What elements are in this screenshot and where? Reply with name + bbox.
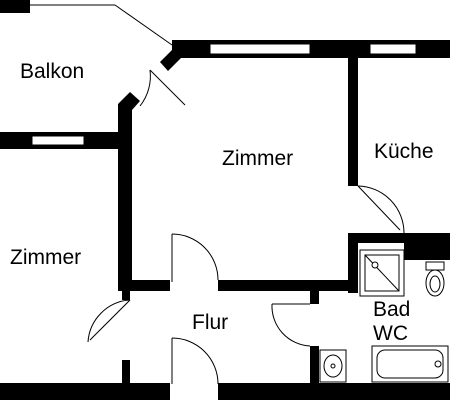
room-label-zimmer-main: Zimmer bbox=[222, 147, 293, 170]
wall-flur-left-lower bbox=[122, 360, 130, 384]
wall-kitchen-bath-thick bbox=[404, 236, 450, 260]
door-flur-bottom bbox=[171, 337, 219, 385]
wall-bottom-left bbox=[0, 383, 170, 400]
wall-top-left bbox=[0, 0, 30, 13]
wall-bottom-right bbox=[218, 383, 450, 400]
room-label-bad: Bad bbox=[373, 298, 410, 321]
wall-kitchen-bath bbox=[348, 233, 450, 243]
door-bath bbox=[271, 303, 311, 347]
door-flur-left bbox=[87, 299, 131, 343]
room-label-kueche: Küche bbox=[374, 140, 434, 163]
room-label-flur: Flur bbox=[192, 311, 228, 334]
sink-icon bbox=[319, 349, 347, 383]
door-balcony bbox=[139, 69, 186, 107]
wall-bath-left-lower bbox=[310, 346, 319, 384]
window-top-kueche bbox=[369, 43, 417, 55]
window-top-zimmer bbox=[209, 43, 311, 55]
wall-kitchen-left-lower bbox=[348, 233, 358, 293]
toilet-icon bbox=[425, 261, 445, 297]
room-label-zimmer-left: Zimmer bbox=[10, 246, 81, 269]
door-kitchen bbox=[357, 185, 405, 234]
wall-bath-left bbox=[310, 290, 319, 304]
wall-flur-top-left bbox=[118, 280, 170, 291]
room-label-balkon: Balkon bbox=[20, 60, 84, 83]
door-flur-top bbox=[171, 233, 219, 282]
bathtub-icon bbox=[371, 345, 449, 383]
wall-flur-left bbox=[122, 290, 130, 300]
shower-icon bbox=[359, 249, 405, 297]
wall-flur-top-right bbox=[218, 280, 358, 291]
room-label-wc: WC bbox=[373, 322, 408, 345]
window-left-zimmer bbox=[31, 135, 85, 146]
wall-kitchen-left-upper bbox=[348, 58, 358, 186]
wall-zimmer-divider bbox=[118, 130, 132, 290]
wall-balcony-angle-lower bbox=[118, 92, 140, 130]
